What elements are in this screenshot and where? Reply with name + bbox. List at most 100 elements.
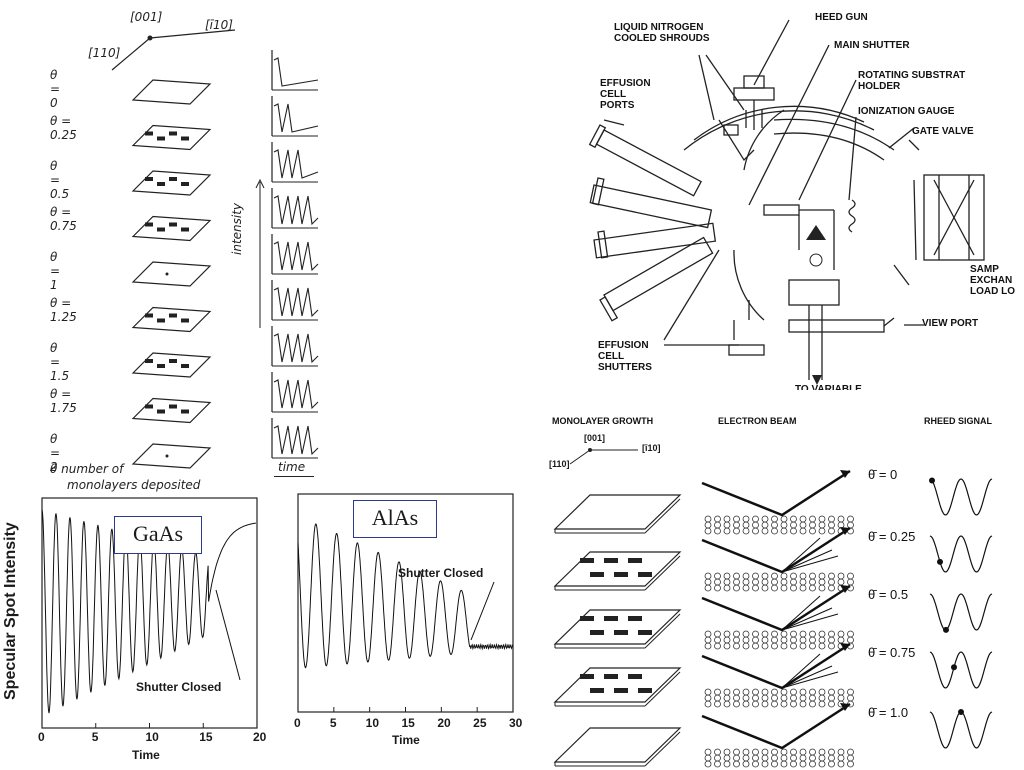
gaas-annotation: Shutter Closed — [136, 680, 222, 694]
intensity-traces — [271, 50, 319, 459]
chamber-drawing — [588, 19, 985, 385]
theta-label-5: θ = 1.25 — [50, 295, 77, 324]
trace-4 — [271, 234, 319, 275]
alas-xtick-5: 25 — [473, 716, 487, 730]
gaas-ylabel: Specular Spot Intensity — [2, 522, 19, 700]
intensity-label: intensity — [230, 202, 244, 255]
axis-110-label: [110] — [88, 46, 121, 60]
main-shutter-label: MAIN SHUTTER — [834, 40, 910, 51]
gaas-series-line — [41, 509, 256, 714]
trace-7 — [271, 372, 319, 413]
rheed-theta-0: θ̄ = 0 — [868, 467, 898, 482]
plate-5 — [131, 306, 212, 333]
theta-label-2: θ = 0.5 — [50, 159, 70, 201]
gaas-xtick-1: 5 — [91, 730, 99, 744]
rheed-beam-2 — [701, 584, 854, 650]
alas-xtick-2: 10 — [365, 716, 380, 730]
plate-1 — [131, 124, 212, 151]
header-electron-beam: ELECTRON BEAM — [718, 416, 797, 426]
alas-xtick-1: 5 — [329, 716, 337, 730]
alas-label-box: AlAs — [353, 500, 437, 538]
alas-series-line — [297, 523, 513, 669]
alas-xtick-4: 20 — [437, 716, 451, 730]
rheed-signal-1 — [929, 535, 993, 573]
rheed-beam-0 — [701, 469, 854, 535]
intensity-arrow — [255, 178, 265, 328]
theta-label-7: θ = 1.75 — [50, 386, 77, 415]
alas-xtick-6: 30 — [509, 716, 523, 730]
header-monolayer-growth: MONOLAYER GROWTH — [552, 416, 654, 426]
rheed-axis-110: [110] — [549, 459, 570, 469]
rheed-beam-4 — [701, 702, 854, 768]
alas-xtick-0: 0 — [294, 716, 301, 730]
time-underline — [274, 476, 314, 477]
plate-2 — [131, 170, 212, 196]
caption-line-1: θ number of — [50, 462, 124, 476]
theta-label-3: θ = 0.75 — [50, 204, 77, 233]
theta-label-0: θ = 0 — [50, 68, 61, 110]
rotating-holder-label: ROTATING SUBSTRAT HOLDER — [858, 70, 966, 92]
axis-1-10-label: [ī10] — [205, 18, 233, 32]
gaas-xtick-0: 0 — [38, 730, 45, 744]
theta-label-8: θ = 2 — [50, 432, 61, 474]
header-rheed-signal: RHEED SIGNAL — [924, 416, 993, 426]
trace-1 — [271, 96, 319, 137]
trace-2 — [271, 142, 319, 183]
caption-line-2: monolayers deposited — [67, 478, 201, 492]
gaas-annotation-arrow — [215, 589, 241, 681]
rheed-signal-4 — [929, 709, 993, 749]
theta-label-1: θ = 0.25 — [50, 113, 77, 142]
gaas-xlabel: Time — [132, 748, 160, 762]
rheed-beam-3 — [701, 642, 854, 708]
effusion-ports-label: EFFUSION CELL PORTS — [600, 78, 651, 111]
trace-5 — [271, 280, 319, 321]
rheed-plate-0 — [553, 494, 682, 534]
rheed-plate-2 — [553, 609, 682, 649]
gaas-xtick-3: 15 — [199, 730, 213, 744]
theta-label-6: θ = 1.5 — [50, 341, 70, 383]
trace-6 — [271, 326, 319, 367]
rheed-theta-1: θ̄ = 0.25 — [868, 529, 916, 544]
gaas-xtick-2: 10 — [145, 730, 159, 744]
plate-4 — [131, 261, 212, 287]
view-port-label: VIEW PORT — [922, 318, 979, 329]
rheed-signal-2 — [929, 593, 993, 633]
rheed-axes — [569, 448, 638, 465]
monolayer-plates — [131, 79, 212, 469]
liquid-nitrogen-label: LIQUID NITROGEN COOLED SHROUDS — [614, 22, 710, 44]
rheed-theta-2: θ̄ = 0.5 — [868, 587, 909, 602]
plate-3 — [131, 215, 212, 242]
rheed-plate-1 — [553, 551, 682, 591]
sample-exchange-label: SAMP EXCHAN LOAD LO — [970, 264, 1015, 297]
ionization-gauge-label: IONIZATION GAUGE — [858, 106, 955, 117]
rheed-axis-1-10: [ī10] — [642, 443, 661, 453]
plate-7 — [131, 397, 212, 424]
alas-xlabel: Time — [392, 733, 420, 747]
plate-0 — [131, 79, 212, 105]
trace-3 — [271, 188, 319, 229]
axis-001-label: [001] — [130, 10, 163, 24]
alas-annotation-arrow — [470, 581, 495, 641]
gaas-xtick-4: 20 — [253, 730, 267, 744]
rheed-signal-3 — [929, 651, 993, 689]
gaas-label-box: GaAs — [114, 516, 202, 554]
trace-8 — [271, 418, 319, 459]
rheed-theta-3: θ̄ = 0.75 — [868, 645, 916, 660]
plate-8 — [131, 443, 212, 469]
crystal-axes — [111, 29, 236, 71]
heed-gun-label: HEED GUN — [815, 12, 868, 23]
plate-6 — [131, 352, 212, 378]
to-variable-label: TO VARIABLE — [795, 384, 862, 390]
trace-0 — [271, 50, 319, 91]
rheed-signal-0 — [929, 477, 993, 516]
rheed-axis-001: [001] — [584, 433, 606, 443]
alas-xtick-3: 15 — [401, 716, 415, 730]
effusion-shutters-label: EFFUSION CELL SHUTTERS — [598, 340, 652, 373]
rheed-signals — [929, 477, 993, 749]
rheed-theta-4: θ̄ = 1.0 — [868, 705, 909, 720]
gate-valve-label: GATE VALVE — [912, 126, 974, 137]
theta-label-4: θ = 1 — [50, 250, 61, 292]
rheed-plate-3 — [553, 667, 682, 707]
time-label: time — [278, 460, 306, 474]
alas-annotation: Shutter Closed — [398, 566, 484, 580]
